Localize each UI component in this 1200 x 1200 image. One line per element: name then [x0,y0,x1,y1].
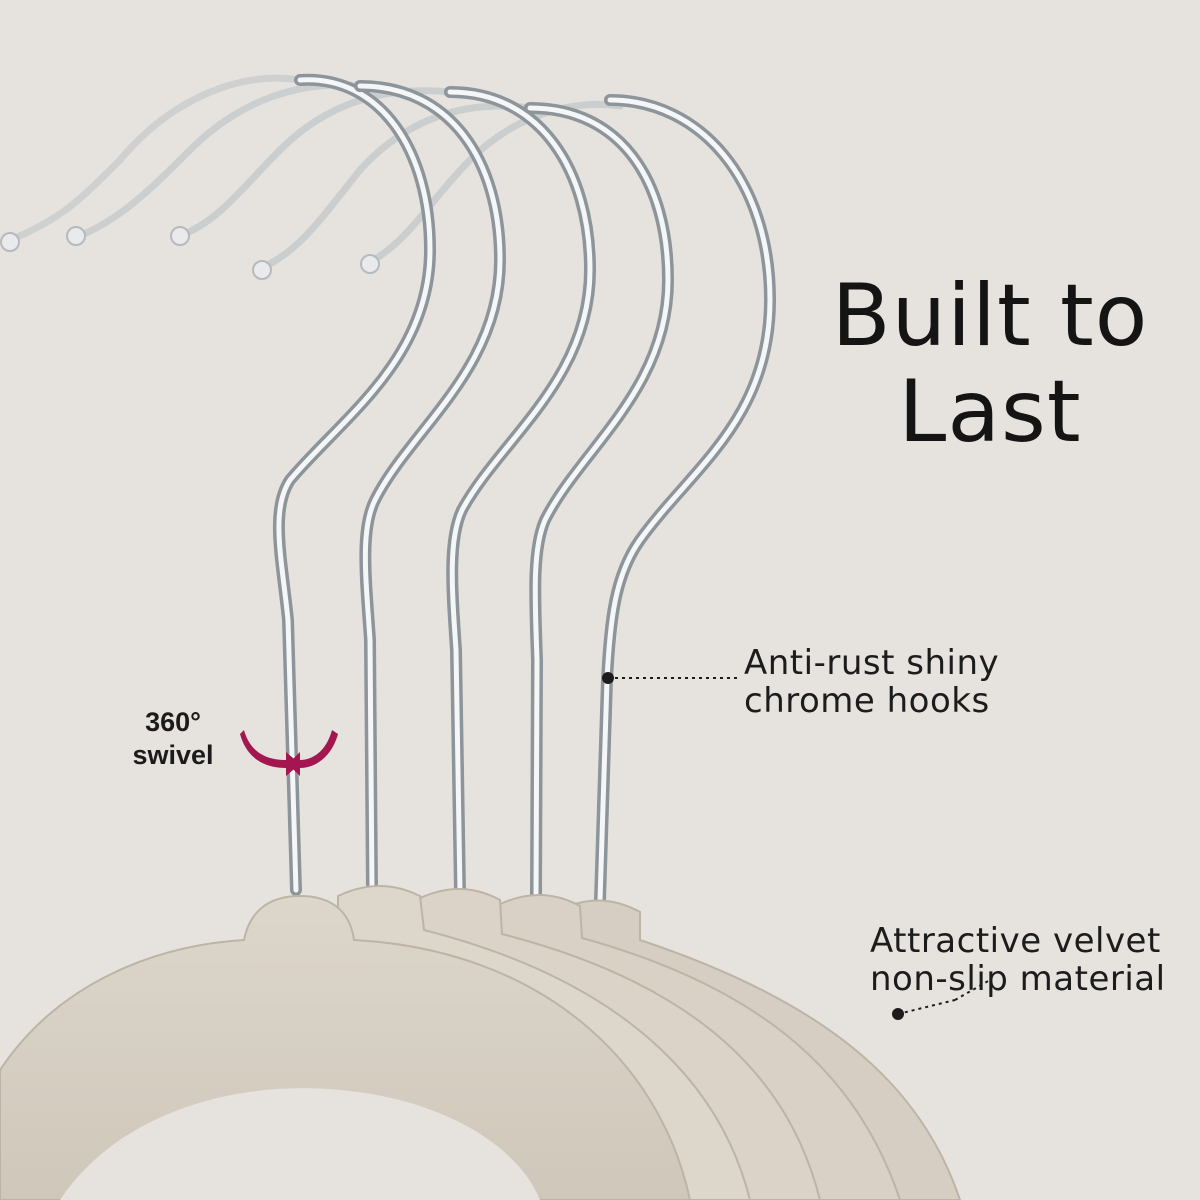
hook-tip [252,260,272,280]
hook-wire [71,81,364,242]
swivel-word: swivel [132,740,214,770]
chrome-callout-dot [602,672,614,684]
hook-wire [597,97,773,903]
chrome-callout-line-2: chrome hooks [744,681,990,721]
chrome-hooks-callout: Anti-rust shiny chrome hooks [744,644,999,720]
hook-tip [66,226,86,246]
velvet-hanger-inner-cutout [60,1088,540,1200]
velvet-callout-dot [892,1008,904,1020]
hook-wire [594,94,777,906]
hook-tip [0,232,20,252]
swivel-arrow-left-icon [240,730,300,776]
swivel-degree: 360° [145,707,201,737]
hook-wire [6,74,304,244]
velvet-callout-line [897,999,956,1015]
hook-tip [170,226,190,246]
hook-tip [360,254,380,274]
headline: Built to Last [800,268,1180,460]
chrome-callout-line-1: Anti-rust shiny [744,643,1000,683]
hook-wire [527,105,671,899]
hook-wire [357,83,503,893]
hook-wire-group [0,73,777,906]
hook-wire [447,89,593,895]
headline-line-1: Built to [831,266,1149,366]
callout-lines [602,672,991,1020]
headline-line-2: Last [898,362,1082,462]
velvet-bodies [0,885,962,1200]
velvet-material-callout: Attractive velvet non-slip material [870,922,1166,998]
hook-wire [272,73,437,896]
hook-wire [366,100,624,266]
hook-wire [276,77,433,893]
swivel-arrow-right-icon [288,730,338,776]
velvet-callout-line-2: non-slip material [870,959,1166,999]
velvet-callout-line-1: Attractive velvet [870,921,1161,961]
swivel-arrows-icon [240,730,338,776]
swivel-label: 360° swivel [118,706,228,772]
hook-wire [258,102,534,272]
